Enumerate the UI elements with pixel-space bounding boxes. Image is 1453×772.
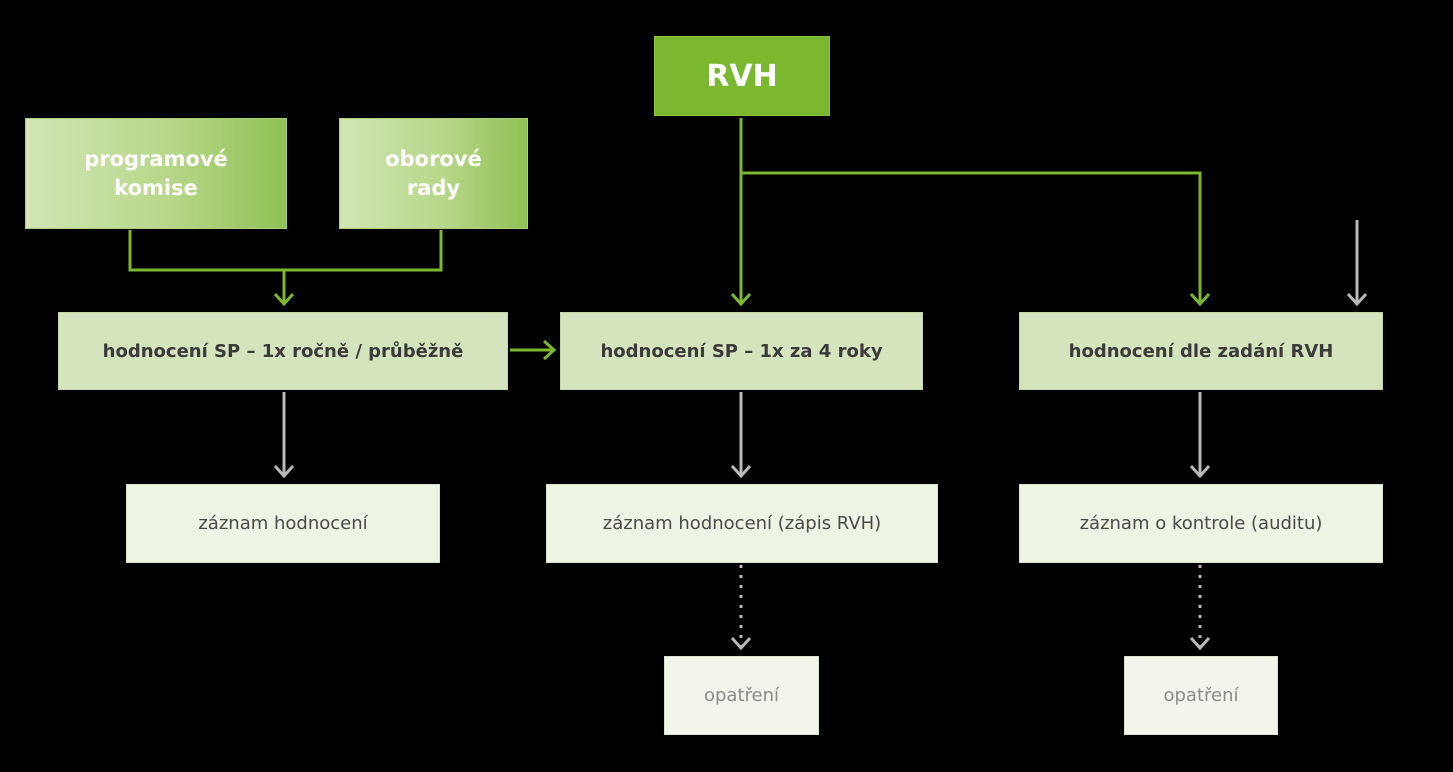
arrowhead-rvh-to-on-request (1189, 292, 1211, 307)
arrowhead-rvh-to-four-year (730, 292, 752, 307)
measure-four-year-node: opatření (664, 656, 819, 735)
measure-four-year-label: opatření (703, 685, 779, 706)
arrowhead-external-to-on-request (1346, 292, 1368, 307)
record-annual-label: záznam hodnocení (198, 513, 368, 534)
rvh-node: RVH (654, 36, 830, 116)
arrowhead-annual-to-four-year (542, 339, 557, 361)
connector-sources-to-annual (128, 230, 443, 272)
rvh-node-label: RVH (706, 58, 778, 94)
record-on-request-label: záznam o kontrole (auditu) (1079, 513, 1323, 534)
programove-komise-label: programové komise (84, 146, 228, 200)
arrowhead-on-request-to-record (1189, 464, 1211, 479)
arrowhead-four-year-record-to-measure (730, 636, 752, 651)
evaluation-four-year-label: hodnocení SP – 1x za 4 roky (600, 340, 883, 362)
evaluation-on-request-node: hodnocení dle zadání RVH (1019, 312, 1383, 390)
record-four-year-label: záznam hodnocení (zápis RVH) (602, 513, 882, 534)
arrowhead-on-request-record-to-measure (1189, 636, 1211, 651)
arrowhead-annual-to-record (273, 464, 295, 479)
evaluation-four-year-node: hodnocení SP – 1x za 4 roky (560, 312, 923, 390)
measure-on-request-label: opatření (1163, 685, 1239, 706)
oborove-rady-node: oborové rady (339, 118, 528, 229)
record-annual-node: záznam hodnocení (126, 484, 440, 563)
evaluation-annual-label: hodnocení SP – 1x ročně / průběžně (102, 340, 464, 362)
arrowhead-sources-to-annual (273, 292, 295, 307)
programove-komise-node: programové komise (25, 118, 287, 229)
record-four-year-node: záznam hodnocení (zápis RVH) (546, 484, 938, 563)
connector-rvh-to-on-request (741, 171, 1202, 303)
evaluation-annual-node: hodnocení SP – 1x ročně / průběžně (58, 312, 508, 390)
measure-on-request-node: opatření (1124, 656, 1278, 735)
arrowhead-four-year-to-record (730, 464, 752, 479)
oborove-rady-label: oborové rady (385, 146, 482, 200)
record-on-request-node: záznam o kontrole (auditu) (1019, 484, 1383, 563)
evaluation-on-request-label: hodnocení dle zadání RVH (1068, 340, 1334, 362)
